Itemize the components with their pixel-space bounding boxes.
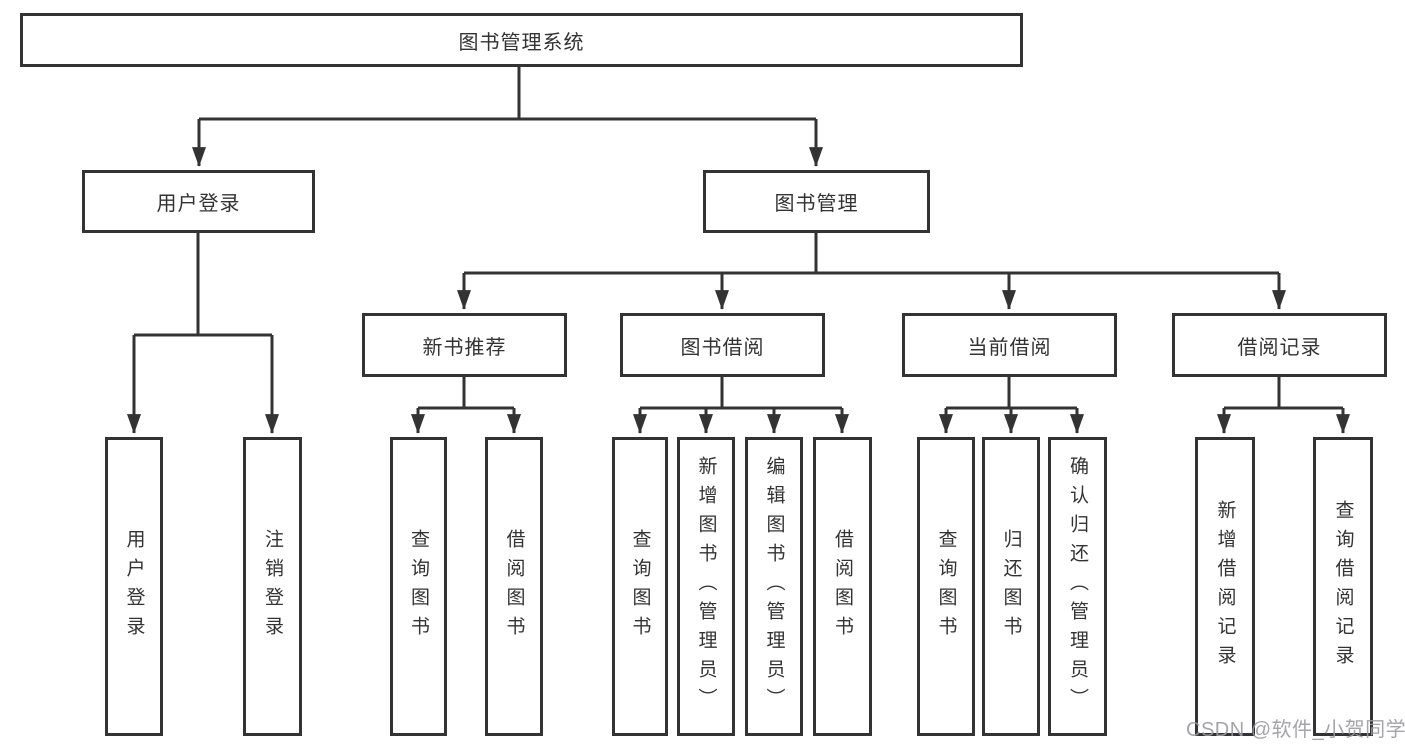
node-book-management: 图书管理: [703, 170, 930, 233]
node-current-borrowing: 当前借阅: [902, 313, 1117, 377]
leaf-edit-book-admin: 编辑图书（管理员）: [745, 437, 803, 736]
leaf-add-book-admin-label: 新增图书（管理员）: [695, 456, 717, 717]
leaf-confirm-return-admin-label: 确认归还（管理员）: [1067, 456, 1088, 717]
leaf-current-query-books-label: 查询图书: [935, 528, 957, 645]
leaf-add-book-admin: 新增图书（管理员）: [677, 437, 735, 736]
leaf-user-login: 用户登录: [105, 437, 163, 736]
leaf-borrowing-query-books: 查询图书: [612, 437, 668, 736]
leaf-add-borrow-record-label: 新增借阅记录: [1214, 499, 1236, 674]
leaf-return-books: 归还图书: [982, 437, 1040, 736]
leaf-current-query-books: 查询图书: [917, 437, 975, 736]
node-new-book-recommendation: 新书推荐: [362, 313, 567, 377]
leaf-recommend-query-books: 查询图书: [390, 437, 447, 736]
node-book-borrowing: 图书借阅: [620, 313, 825, 377]
leaf-borrowing-borrow-books-label: 借阅图书: [832, 528, 853, 645]
node-borrowing-records: 借阅记录: [1172, 313, 1387, 377]
leaf-recommend-borrow-books: 借阅图书: [485, 437, 543, 736]
leaf-user-login-label: 用户登录: [123, 528, 145, 645]
leaf-return-books-label: 归还图书: [1000, 528, 1022, 645]
leaf-logout: 注销登录: [243, 437, 302, 736]
leaf-logout-label: 注销登录: [262, 528, 283, 645]
leaf-query-borrow-record: 查询借阅记录: [1313, 437, 1373, 736]
leaf-recommend-borrow-books-label: 借阅图书: [503, 528, 525, 645]
leaf-add-borrow-record: 新增借阅记录: [1195, 437, 1255, 736]
leaf-recommend-query-books-label: 查询图书: [408, 528, 429, 645]
leaf-confirm-return-admin: 确认归还（管理员）: [1048, 437, 1107, 736]
leaf-query-borrow-record-label: 查询借阅记录: [1332, 499, 1354, 674]
leaf-borrowing-query-books-label: 查询图书: [629, 528, 651, 645]
node-user-login: 用户登录: [82, 170, 315, 233]
node-root: 图书管理系统: [20, 13, 1023, 67]
leaf-edit-book-admin-label: 编辑图书（管理员）: [763, 456, 785, 717]
watermark: CSDN @软件_小贺同学: [1186, 719, 1405, 741]
leaf-borrowing-borrow-books: 借阅图书: [813, 437, 872, 736]
